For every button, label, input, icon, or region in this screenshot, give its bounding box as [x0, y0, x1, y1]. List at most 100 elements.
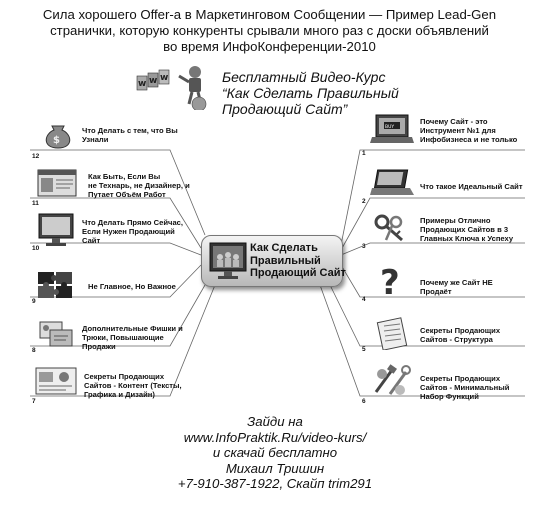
website-icon: [37, 169, 77, 197]
node-label-line: Примеры Отлично: [420, 216, 491, 225]
node-label-line: Сайтов - Контент (Тексты,: [84, 381, 182, 390]
connector-5: [329, 284, 525, 347]
node-number: 5: [362, 346, 366, 353]
center-topic: Как Сделать Правильный Продающий Сайт: [201, 235, 346, 287]
node-number: 8: [32, 347, 36, 354]
svg-text:w: w: [138, 79, 146, 89]
connector-6: [319, 284, 525, 397]
connector-12: [30, 149, 206, 236]
node-label-line: Не Главное, Но Важное: [88, 282, 176, 291]
footer-line: Михаил Тришин: [225, 460, 325, 476]
node-number: 1: [362, 150, 366, 157]
node-label-line: Почему Сайт - это: [420, 117, 488, 126]
connector-2: [340, 197, 525, 251]
svg-text:w: w: [149, 76, 157, 86]
node-label-line: Главных Ключа к Успеху: [420, 234, 514, 243]
connector-3: [340, 242, 525, 256]
tricks-icon: [39, 321, 73, 347]
question-mark-icon: ?: [380, 263, 400, 298]
node-label-line: Трюки, Повышающие: [82, 333, 164, 342]
keys-icon: [374, 214, 403, 242]
node-number: 6: [362, 398, 366, 405]
center-title: Как Сделать Правильный Продающий Сайт: [250, 242, 346, 280]
node-label-line: Продающих Сайтов в 3: [420, 225, 509, 234]
node-label-line: не Технарь, не Дизайнер, и: [88, 181, 190, 190]
node-label-line: Как Быть, Если Вы: [88, 172, 161, 181]
footer-contact: +7-910-387-1922, Скайп trim291: [177, 476, 373, 491]
promo-line: Бесплатный Видео-Курс: [222, 69, 386, 85]
monitor-icon: [38, 213, 74, 246]
www-logo-icon: w w w: [136, 66, 207, 110]
connector-8: [30, 284, 206, 347]
monitor-crowd-icon: [209, 242, 247, 279]
node-number: 12: [32, 153, 40, 160]
node-label-line: Узнали: [82, 135, 109, 144]
center-line: Как Сделать: [250, 242, 318, 254]
node-number: 10: [32, 245, 40, 252]
page-header: Сила хорошего Offer-а в Маркетинговом Со…: [0, 7, 539, 55]
node-label-line: Что Делать Прямо Сейчас,: [82, 218, 184, 227]
node-number: 4: [362, 296, 366, 303]
document-icon: [376, 317, 408, 350]
node-label-line: Сайтов - Минимальный: [420, 383, 510, 392]
connector-4: [340, 264, 525, 298]
header-line: во время ИнфоКонференции-2010: [163, 39, 376, 54]
node-label-line: Инструмент №1 для: [420, 126, 496, 135]
center-line: Продающий Сайт: [250, 267, 346, 279]
connector-10: [30, 242, 202, 256]
node-label-line: Продажи: [82, 342, 116, 351]
promo-line: Продающий Сайт”: [222, 101, 348, 117]
svg-text:BUY: BUY: [385, 124, 394, 130]
svg-text:w: w: [160, 73, 168, 83]
node-5: Секреты Продающих Сайтов - Структура: [368, 316, 538, 350]
laptop-icon: [370, 169, 414, 195]
node-label-line: Секреты Продающих: [84, 372, 165, 381]
footer-line: Зайди на: [247, 414, 303, 429]
node-label-line: Дополнительные Фишки и: [82, 324, 183, 333]
node-12: $ Что Делать с тем, что Вы Узнали: [30, 120, 200, 152]
node-number: 3: [362, 243, 366, 250]
promo-line: “Как Сделать Правильный: [222, 85, 399, 101]
header-line: странички, которую конкуренты срывали мн…: [50, 23, 489, 38]
node-number: 9: [32, 298, 36, 305]
node-label-line: Почему же Сайт НЕ: [420, 278, 493, 287]
node-label-line: Сайт: [82, 236, 101, 245]
promo-text: Бесплатный Видео-Курс “Как Сделать Прави…: [222, 69, 399, 117]
node-number: 11: [32, 200, 39, 207]
node-label-line: Продаёт: [420, 287, 452, 296]
node-4: ? Почему же Сайт НЕ Продаёт: [368, 262, 538, 298]
node-1: BUY Почему Сайт - это Инструмент №1 для …: [368, 113, 538, 155]
node-label-line: Что Делать с тем, что Вы: [82, 126, 178, 135]
node-6: Секреты Продающих Сайтов - Минимальный Н…: [368, 362, 538, 401]
node-label-line: Графика и Дизайн): [84, 390, 155, 399]
node-7: Секреты Продающих Сайтов - Контент (Текс…: [30, 364, 210, 400]
svg-text:?: ?: [380, 263, 400, 298]
footer-line: и скачай бесплатно: [212, 445, 338, 460]
node-label-line: Инфобизнеса и не только: [420, 135, 518, 144]
node-label-line: Секреты Продающих: [420, 326, 501, 335]
laptop-buy-now-icon: BUY: [370, 114, 414, 143]
node-8: Дополнительные Фишки и Трюки, Повышающие…: [30, 316, 210, 352]
footer-link[interactable]: www.InfoPraktik.Ru/video-kurs/: [183, 429, 367, 445]
connector-7: [30, 284, 216, 397]
node-label-line: Набор Функций: [420, 392, 479, 401]
content-icon: [35, 367, 77, 395]
node-11: Как Быть, Если Вы не Технарь, не Дизайне…: [30, 168, 210, 200]
node-label-line: Что такое Идеальный Сайт: [420, 182, 523, 191]
money-bag-icon: $: [45, 125, 71, 149]
connector-9: [30, 264, 202, 298]
puzzle-icon: [38, 272, 72, 298]
node-label-line: Путает Объём Работ: [88, 190, 166, 199]
tools-icon: [374, 364, 411, 395]
header-line: Сила хорошего Offer-а в Маркетинговом Со…: [42, 7, 497, 22]
node-number: 7: [32, 398, 36, 405]
node-number: 2: [362, 198, 366, 205]
node-label-line: Если Нужен Продающий: [82, 227, 175, 236]
node-10: Что Делать Прямо Сейчас, Если Нужен Прод…: [30, 212, 210, 248]
svg-text:$: $: [53, 135, 60, 146]
node-label-line: Сайтов - Структура: [420, 335, 493, 344]
connector-1: [340, 149, 525, 246]
node-9: Не Главное, Но Важное: [30, 268, 200, 302]
node-3: Примеры Отлично Продающих Сайтов в 3 Гла…: [368, 210, 538, 246]
